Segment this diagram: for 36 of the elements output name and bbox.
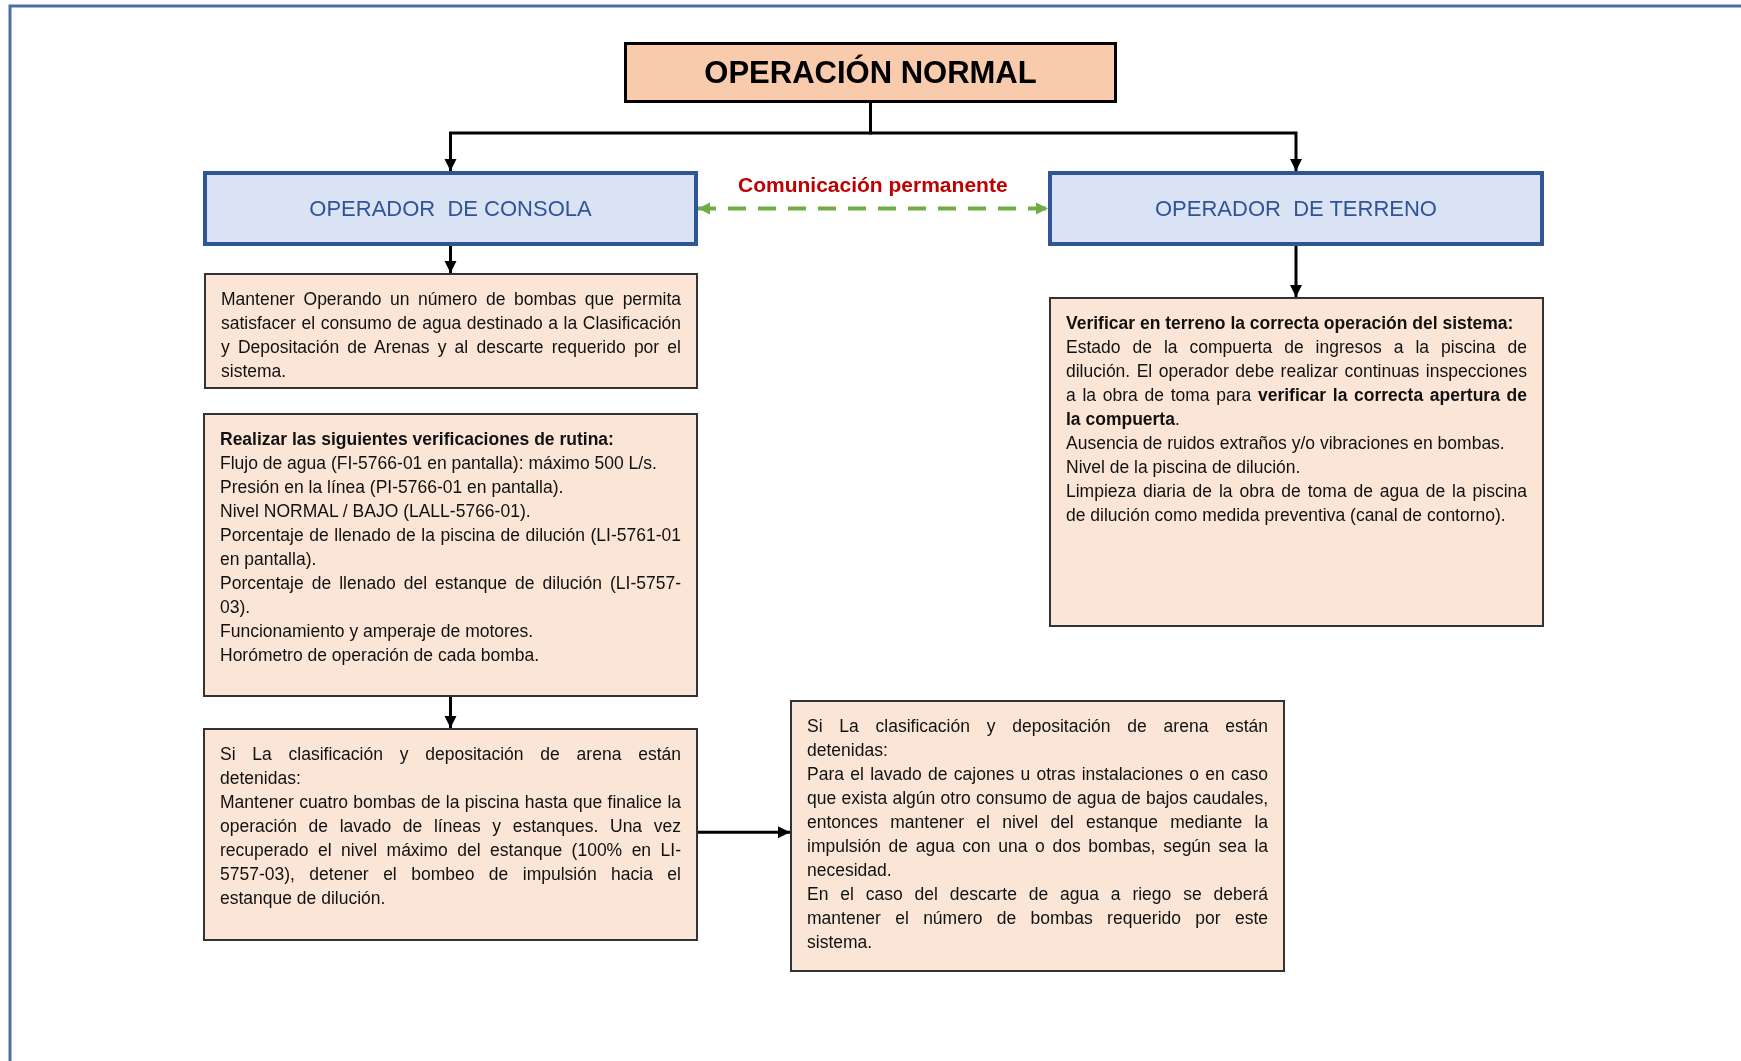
role-label: OPERADOR DE TERRENO bbox=[1155, 195, 1437, 222]
note-box bbox=[1049, 297, 1544, 627]
arrow bbox=[444, 697, 457, 728]
body-text: Limpieza diaria de la obra de toma de agua de la piscina de dilución como medida preventiva (canal de contorno). bbox=[1066, 480, 1527, 527]
body-text: Mantener cuatro bombas de la piscina hasta que finalice la operación de lavado de líneas y estanques. Una vez recuperado el nivel máximo del estanque (100% en LI-5757-03), detener el bombeo de impulsión hacia el estanque de dilución. bbox=[220, 791, 681, 910]
role-box bbox=[1048, 171, 1544, 246]
body-text: Porcentaje de llenado de la piscina de dilución (LI-5761-01 en pantalla). bbox=[220, 524, 681, 571]
arrow bbox=[869, 103, 1302, 171]
arrow bbox=[1290, 246, 1302, 297]
body-text: Flujo de agua (FI-5766-01 en pantalla): máximo 500 L/s. bbox=[220, 452, 658, 475]
title-box bbox=[624, 42, 1117, 103]
arrow bbox=[698, 826, 790, 839]
role-box bbox=[203, 171, 698, 246]
heading-text: Realizar las siguientes verificaciones de rutina: bbox=[220, 428, 615, 451]
body-text: Estado de la compuerta de ingresos a la piscina de dilución. El operador debe realizar continuas inspecciones a la obra de toma para verificar la correcta apertura de la compuerta. bbox=[1066, 336, 1527, 431]
body-text: Ausencia de ruidos extraños y/o vibraciones en bombas. bbox=[1066, 432, 1506, 455]
body-text: Para el lavado de cajones u otras instalaciones o en caso que exista algún otro consumo de agua de bajos caudales, entonces mantener el nivel del estanque mediante la impulsión de agua con una o dos bombas, según sea la necesidad. bbox=[807, 763, 1268, 882]
body-text: En el caso del descarte de agua a riego se deberá mantener el número de bombas requerido por este sistema. bbox=[807, 883, 1268, 954]
title-text: OPERACIÓN NORMAL bbox=[704, 54, 1037, 91]
body-text: Nivel NORMAL / BAJO (LALL-5766-01). bbox=[220, 500, 532, 523]
role-label: OPERADOR DE CONSOLA bbox=[309, 195, 592, 222]
body-text: Funcionamiento y amperaje de motores. bbox=[220, 620, 535, 643]
body-text: Si La clasificación y depositación de arena están detenidas: bbox=[807, 715, 1268, 762]
note-box bbox=[203, 728, 698, 941]
note-box bbox=[204, 273, 698, 389]
note-box bbox=[790, 700, 1285, 972]
note-box bbox=[203, 413, 698, 697]
body-text: Nivel de la piscina de dilución. bbox=[1066, 456, 1302, 479]
heading-text: Verificar en terreno la correcta operación del sistema: bbox=[1066, 312, 1515, 335]
body-text: Porcentaje de llenado del estanque de dilución (LI-5757-03). bbox=[220, 572, 681, 619]
body-text: Horómetro de operación de cada bomba. bbox=[220, 644, 541, 667]
body-text: Si La clasificación y depositación de arena están detenidas: bbox=[220, 743, 681, 790]
body-text: Mantener Operando un número de bombas que permita satisfacer el consumo de agua destinado a la Clasificación y Depositación de Arenas y al descarte requerido por el sistema. bbox=[221, 288, 681, 383]
body-text: Presión en la línea (PI-5766-01 en pantalla). bbox=[220, 476, 565, 499]
dashed-double-arrow bbox=[698, 202, 1048, 215]
arrow bbox=[444, 246, 457, 273]
